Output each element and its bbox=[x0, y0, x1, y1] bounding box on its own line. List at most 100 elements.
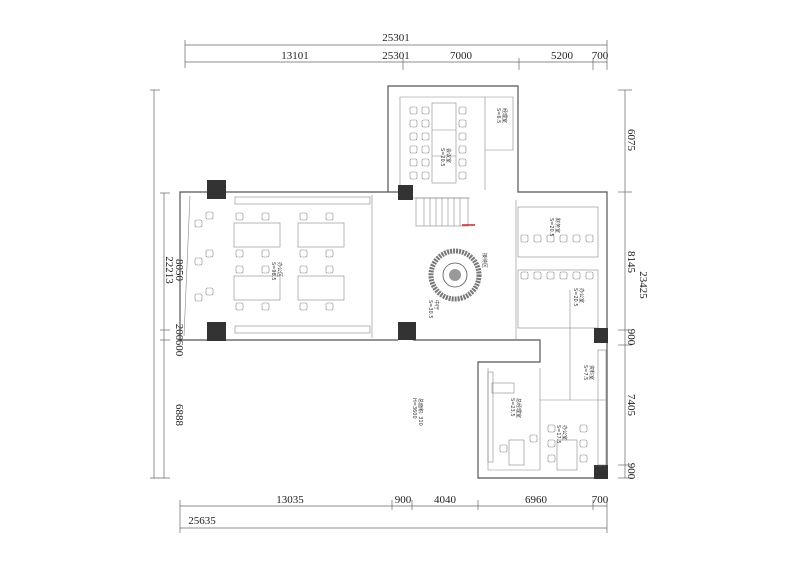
chair bbox=[421, 145, 430, 154]
lobby-rug bbox=[428, 248, 482, 302]
label-storage: 资料室 bbox=[588, 365, 595, 380]
dim-left-0: 8050 bbox=[173, 259, 185, 282]
meeting-table bbox=[431, 102, 457, 184]
chair bbox=[579, 454, 588, 463]
dim-top-3: 5200 bbox=[551, 50, 574, 62]
label-office-a: 财务室 bbox=[554, 218, 561, 233]
chair bbox=[409, 158, 418, 167]
label-small-area: S=6.5 bbox=[495, 108, 501, 123]
chair bbox=[458, 106, 467, 115]
label-office-a-area: S=20.5 bbox=[548, 218, 554, 237]
desk-clusters bbox=[233, 222, 345, 301]
chair bbox=[533, 271, 542, 280]
top-dimensions: 25301 13101 25301 7000 5200 700 bbox=[184, 32, 609, 70]
dim-top-2: 7000 bbox=[450, 50, 473, 62]
label-scale: H=3600 bbox=[411, 398, 417, 419]
dim-bottom-4: 700 bbox=[592, 494, 609, 506]
chair bbox=[458, 119, 467, 128]
chair bbox=[547, 439, 556, 448]
label-reception: 接待区 bbox=[481, 253, 488, 268]
bottom-dimensions: 13035 900 4040 6960 700 25635 bbox=[179, 494, 609, 533]
chair bbox=[458, 158, 467, 167]
chair bbox=[559, 234, 568, 243]
chair bbox=[299, 265, 308, 274]
chair bbox=[299, 249, 308, 258]
label-open-office-area: S=98.5 bbox=[270, 262, 276, 281]
right-dimensions: 6075 8145 23425 900 7405 900 bbox=[618, 89, 649, 480]
label-open-office: 办公区 bbox=[276, 262, 283, 277]
label-office-c-area: S=17.5 bbox=[555, 425, 561, 444]
dim-bottom-2: 4040 bbox=[434, 494, 457, 506]
chair bbox=[205, 211, 214, 220]
chair bbox=[520, 234, 529, 243]
window-cabinets bbox=[234, 196, 371, 334]
label-lobby-area: S=30.5 bbox=[427, 300, 433, 319]
chair bbox=[421, 132, 430, 141]
chair bbox=[235, 249, 244, 258]
chair bbox=[547, 424, 556, 433]
chair bbox=[235, 302, 244, 311]
chair bbox=[409, 132, 418, 141]
chair bbox=[421, 119, 430, 128]
structural-columns bbox=[207, 180, 608, 479]
chair bbox=[235, 265, 244, 274]
dim-right-overall: 23425 bbox=[637, 271, 649, 299]
chair bbox=[325, 265, 334, 274]
dim-bottom-3: 6960 bbox=[525, 494, 548, 506]
dim-top-1: 25301 bbox=[382, 50, 410, 62]
dim-top-4: 700 bbox=[592, 50, 609, 62]
chair bbox=[458, 145, 467, 154]
dim-right-0: 6075 bbox=[625, 129, 637, 152]
chair bbox=[235, 212, 244, 221]
chair bbox=[194, 257, 203, 266]
chairs bbox=[194, 106, 594, 463]
chair bbox=[299, 212, 308, 221]
dim-right-1: 8145 bbox=[625, 251, 637, 274]
dim-bottom-0: 13035 bbox=[276, 494, 304, 506]
chair bbox=[546, 234, 555, 243]
chair bbox=[205, 287, 214, 296]
chair bbox=[409, 145, 418, 154]
left-dimensions: 8050 22213 200 600 6888 bbox=[150, 89, 185, 479]
label-gm-area: S=23.5 bbox=[509, 398, 515, 417]
dim-top-0: 13101 bbox=[281, 50, 309, 62]
chair bbox=[261, 212, 270, 221]
chair bbox=[299, 302, 308, 311]
chair bbox=[499, 444, 508, 453]
dim-bottom-1: 900 bbox=[395, 494, 412, 506]
label-office-b-area: S=20.5 bbox=[572, 288, 578, 307]
label-lobby: 中厅 bbox=[433, 300, 440, 310]
chair bbox=[261, 265, 270, 274]
chair bbox=[572, 271, 581, 280]
label-total: 总面积: 310 bbox=[417, 398, 424, 426]
label-small-room: 经理室 bbox=[501, 108, 508, 123]
chair bbox=[421, 171, 430, 180]
chair bbox=[533, 234, 542, 243]
label-office-b: 办公室 bbox=[578, 288, 585, 303]
gm-desk bbox=[487, 371, 525, 466]
chair bbox=[520, 271, 529, 280]
chair bbox=[421, 158, 430, 167]
walls bbox=[179, 85, 608, 479]
dim-right-3: 7405 bbox=[625, 394, 637, 417]
label-office-c: 办公室 bbox=[561, 425, 568, 440]
chair bbox=[585, 271, 594, 280]
dim-bottom-overall: 25635 bbox=[188, 515, 216, 527]
dim-right-4: 900 bbox=[625, 463, 637, 480]
room-labels: 会议室 S=20.5 经理室 S=6.5 办公区 S=98.5 中厅 S=30.… bbox=[270, 108, 595, 444]
chair bbox=[546, 271, 555, 280]
stairs bbox=[423, 198, 461, 226]
chair bbox=[325, 302, 334, 311]
chair bbox=[585, 234, 594, 243]
chair bbox=[579, 424, 588, 433]
chair bbox=[547, 454, 556, 463]
dim-left-2: 600 bbox=[173, 340, 185, 357]
chair bbox=[409, 106, 418, 115]
label-meeting-area: S=20.5 bbox=[439, 148, 445, 167]
chair bbox=[409, 119, 418, 128]
chair bbox=[261, 302, 270, 311]
chair bbox=[421, 106, 430, 115]
chair bbox=[325, 249, 334, 258]
chair bbox=[205, 249, 214, 258]
